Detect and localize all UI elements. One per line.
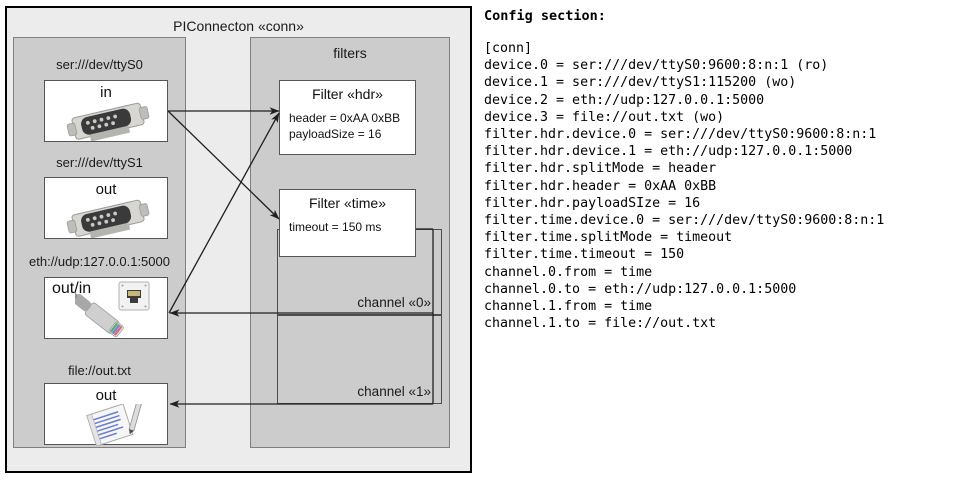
wire-ttyS0-to-time <box>167 110 280 220</box>
filter-attrs-time: timeout = 150 ms <box>289 220 382 234</box>
device-caption-in: in <box>100 84 112 101</box>
config-heading: Config section: <box>484 8 606 24</box>
filter-attrs-hdr: header = 0xAA 0xBB payloadSize = 16 <box>289 111 401 141</box>
device-label-ttyS0: ser:///dev/ttyS0 <box>56 57 143 72</box>
ethernet-jack-icon <box>75 281 150 338</box>
diagram-title: PIConnecton «conn» <box>173 18 304 34</box>
device-node-ttyS0[interactable]: in <box>44 80 168 142</box>
device-node-eth[interactable]: out/in <box>44 277 168 339</box>
filter-name-time: Filter «time» <box>308 195 387 211</box>
filter-name-hdr: Filter «hdr» <box>312 86 383 102</box>
filters-panel-title: filters <box>333 45 367 61</box>
text-file-icon <box>86 404 143 446</box>
config-lines: [conn] device.0 = ser:///dev/ttyS0:9600:… <box>484 41 885 332</box>
device-node-ttyS1[interactable]: out <box>44 177 168 239</box>
device-label-eth: eth://udp:127.0.0.1:5000 <box>29 254 170 269</box>
config-section: Config section: [conn] device.0 = ser://… <box>481 0 964 484</box>
connection-wires <box>167 107 434 408</box>
device-label-file: file://out.txt <box>68 363 131 378</box>
filter-node-time[interactable]: Filter «time» timeout = 150 ms <box>279 189 416 257</box>
filter-node-hdr[interactable]: Filter «hdr» header = 0xAA 0xBB payloadS… <box>279 80 416 155</box>
device-caption-out: out <box>95 387 117 404</box>
serial-port-icon <box>66 102 150 141</box>
serial-port-icon <box>66 199 150 238</box>
device-label-ttyS1: ser:///dev/ttyS1 <box>56 155 143 170</box>
device-caption-out: out <box>95 181 117 198</box>
wire-eth-to-hdr <box>168 112 280 314</box>
channel-label-1: channel «1» <box>357 384 431 399</box>
device-node-file[interactable]: out <box>44 383 168 446</box>
device-caption-out-in: out/in <box>52 280 92 297</box>
channel-label-0: channel «0» <box>357 295 431 310</box>
